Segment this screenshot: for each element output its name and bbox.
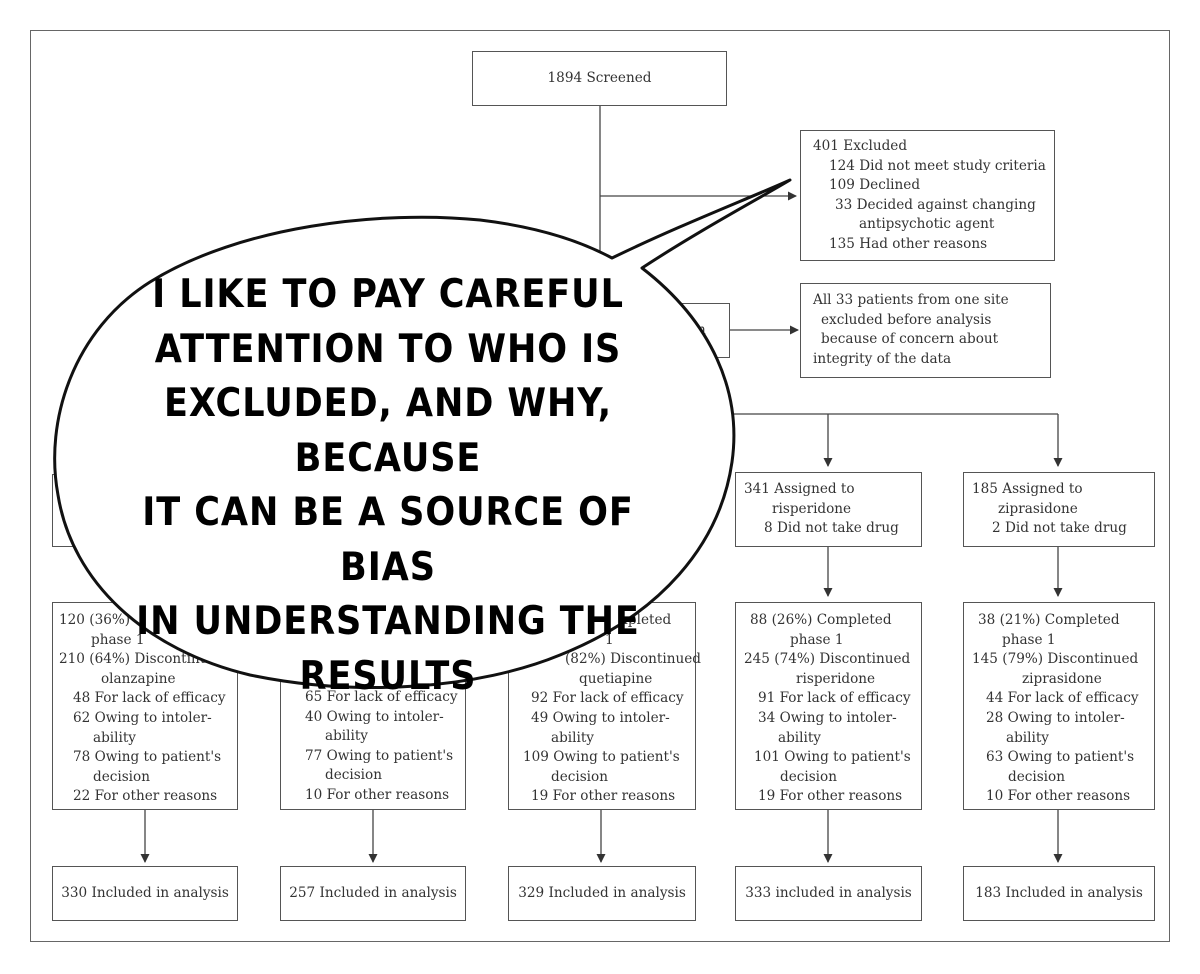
diagram-frame xyxy=(30,30,1170,942)
excluded-reason: 109 Declined xyxy=(829,177,921,194)
reason-line: 49 Owing to intoler- xyxy=(531,709,670,726)
assigned-ziprasidone-box: 185 Assigned to ziprasidone 2 Did not ta… xyxy=(963,472,1155,547)
speech-line: in understanding the xyxy=(136,599,640,644)
site-excluded-line: excluded before analysis xyxy=(821,311,992,328)
reason-line: 44 For lack of efficacy xyxy=(986,690,1139,707)
reason-line: ability xyxy=(551,729,594,746)
site-excluded-line: because of concern about xyxy=(821,331,999,348)
reason-line: 91 For lack of efficacy xyxy=(758,690,911,707)
reason-line: ability xyxy=(325,728,368,745)
discontinued-line: 145 (79%) Discontinued xyxy=(972,651,1139,668)
assigned-risperidone-box: 341 Assigned to risperidone 8 Did not ta… xyxy=(735,472,922,547)
discontinued-line: ziprasidone xyxy=(1022,670,1102,687)
reason-line: 109 Owing to patient's xyxy=(523,749,680,766)
reason-line: 62 Owing to intoler- xyxy=(73,709,212,726)
excluded-box: 401 Excluded 124 Did not meet study crit… xyxy=(800,130,1055,261)
reason-line: 92 For lack of efficacy xyxy=(531,690,684,707)
included-quetiapine-box: 329 Included in analysis xyxy=(508,866,696,921)
did-not-take-drug: 8 Did not take drug xyxy=(764,520,899,537)
included-count: 257 Included in analysis xyxy=(289,885,457,901)
did-not-take-drug: 2 Did not take drug xyxy=(992,520,1127,537)
reason-line: 34 Owing to intoler- xyxy=(758,709,897,726)
site-excluded-line: integrity of the data xyxy=(813,350,952,367)
reason-line: 19 For other reasons xyxy=(758,788,903,805)
reason-line: 78 Owing to patient's xyxy=(73,749,222,766)
assigned-count: 185 Assigned to xyxy=(972,481,1083,497)
screened-count: 1894 Screened xyxy=(547,70,652,86)
completed-line: phase 1 xyxy=(790,631,844,648)
discontinued-line: (82%) Discontinued xyxy=(565,651,701,668)
excluded-reason: antipsychotic agent xyxy=(859,216,995,233)
outcome-ziprasidone-box: 38 (21%) Completed phase 1 145 (79%) Dis… xyxy=(963,602,1155,810)
reason-line: 22 For other reasons xyxy=(73,788,218,805)
completed-line: phase 1 xyxy=(91,631,145,648)
reason-line: 48 For lack of efficacy xyxy=(73,690,226,707)
included-count: 183 Included in analysis xyxy=(975,885,1143,901)
reason-line: 10 For other reasons xyxy=(305,786,450,803)
completed-line: phase 1 xyxy=(1002,631,1056,648)
reason-line: 28 Owing to intoler- xyxy=(986,709,1125,726)
excluded-reason: 33 Decided against changing xyxy=(835,196,1036,213)
reason-line: 40 Owing to intoler- xyxy=(305,708,444,725)
reason-line: 19 For other reasons xyxy=(531,788,676,805)
speech-bubble-text: I like to pay careful attention to who i… xyxy=(109,268,667,704)
outcome-risperidone-box: 88 (26%) Completed phase 1 245 (74%) Dis… xyxy=(735,602,922,810)
reason-line: decision xyxy=(93,768,150,785)
speech-bubble-shape xyxy=(53,178,792,689)
reason-line: 63 Owing to patient's xyxy=(986,749,1135,766)
reason-line: 65 For lack of efficacy xyxy=(305,689,458,705)
discontinued-line: risperidone xyxy=(796,670,876,687)
included-ziprasidone-box: 183 Included in analysis xyxy=(963,866,1155,921)
completed-line: 38 (21%) Completed xyxy=(978,612,1120,628)
screened-box: 1894 Screened xyxy=(472,51,727,106)
excluded-reason: 124 Did not meet study criteria xyxy=(829,157,1046,174)
site-excluded-line: All 33 patients from one site xyxy=(813,292,1009,308)
speech-line: excluded, and why, because xyxy=(163,381,613,481)
assigned-count: 341 Assigned to xyxy=(744,481,855,497)
assigned-drug: ziprasidone xyxy=(998,500,1078,517)
included-count: 330 Included in analysis xyxy=(61,885,229,901)
completed-line: 120 (36%) xyxy=(59,612,131,628)
reason-line: ability xyxy=(93,729,136,746)
reason-line: decision xyxy=(1008,768,1065,785)
reason-line: 10 For other reasons xyxy=(986,788,1131,805)
site-excluded-box: All 33 patients from one site excluded b… xyxy=(800,283,1051,378)
reason-line: 77 Owing to patient's xyxy=(305,747,454,764)
completed-line: 1 xyxy=(605,631,614,648)
reason-line: decision xyxy=(325,767,382,784)
included-perphenazine-box: 257 Included in analysis xyxy=(280,866,466,921)
speech-line: it can be a source of bias xyxy=(142,490,634,590)
excluded-total: 401 Excluded xyxy=(813,138,908,154)
reason-line: ability xyxy=(778,729,821,746)
included-olanzapine-box: 330 Included in analysis xyxy=(52,866,238,921)
assigned-drug: risperidone xyxy=(772,500,852,517)
reason-line: ability xyxy=(1006,729,1049,746)
included-count: 329 Included in analysis xyxy=(518,885,686,901)
completed-line: 88 (26%) Completed xyxy=(750,612,892,628)
discontinued-line: 245 (74%) Discontinued xyxy=(744,651,911,668)
discontinued-line: quetiapine xyxy=(579,670,653,687)
reason-line: decision xyxy=(551,768,608,785)
speech-line: I like to pay careful xyxy=(152,272,624,317)
included-risperidone-box: 333 included in analysis xyxy=(735,866,922,921)
reason-line: 101 Owing to patient's xyxy=(754,749,911,766)
speech-line: results xyxy=(299,653,477,699)
excluded-reason: 135 Had other reasons xyxy=(829,235,988,252)
included-count: 333 included in analysis xyxy=(745,885,912,901)
reason-line: decision xyxy=(780,768,837,785)
discontinued-line: olanzapine xyxy=(101,670,176,687)
discontinued-line: 210 (64%) Discontinu xyxy=(59,651,209,668)
speech-line: attention to who is xyxy=(154,326,622,372)
